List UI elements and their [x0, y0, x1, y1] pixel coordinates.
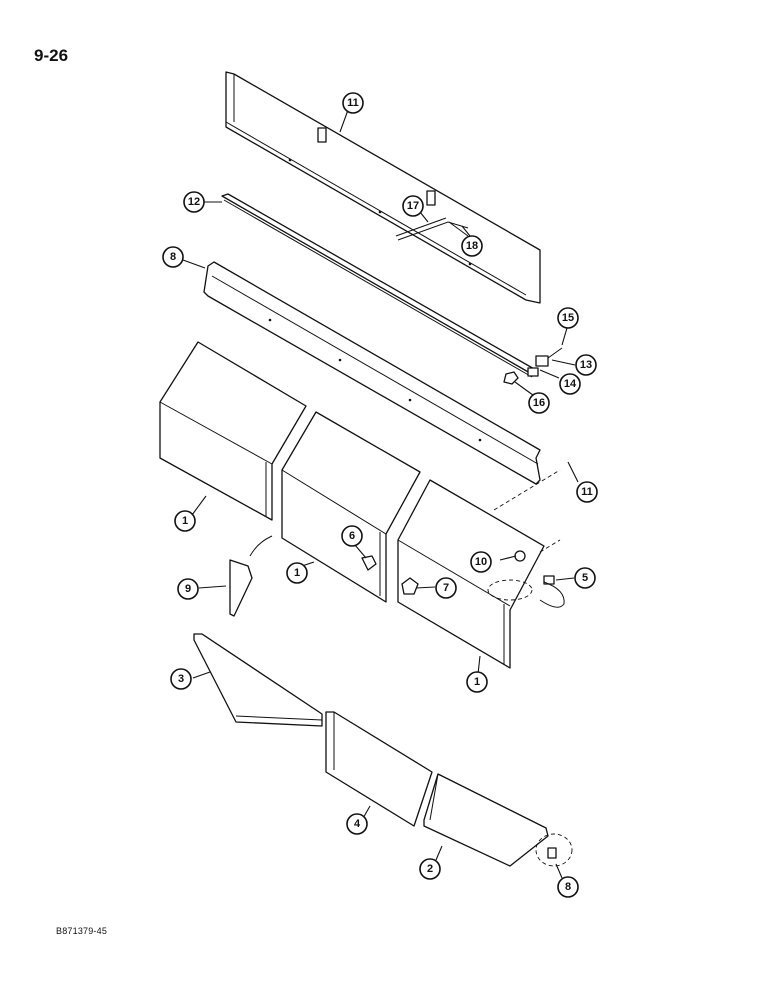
callout-5: 5 [574, 567, 596, 589]
part-10-angle [203, 261, 541, 485]
callout-14: 12 [183, 191, 205, 213]
svg-text:1: 1 [474, 676, 480, 688]
part-1-right-shield [397, 469, 561, 669]
svg-text:1: 1 [182, 515, 188, 527]
callout-20: 18 [461, 235, 483, 257]
part-13-top-panel [225, 71, 541, 304]
drawing-code: B871379-45 [56, 926, 108, 936]
hardware-15-18 [503, 347, 563, 385]
callout-12: 10 [470, 551, 492, 573]
page-number: 9-26 [34, 46, 69, 65]
part-1-middle-shield [281, 411, 421, 603]
part-3-left-flap [193, 633, 323, 727]
svg-text:1: 1 [294, 567, 300, 579]
callout-9: 9 [177, 578, 199, 600]
callout-11: 11 [576, 481, 598, 503]
svg-text:6: 6 [349, 530, 355, 542]
callout-17: 15 [557, 307, 579, 329]
callout-2: 2 [419, 858, 441, 880]
callout-13: 11 [342, 92, 364, 114]
svg-text:8: 8 [565, 881, 571, 893]
callout-1-right: 1 [466, 671, 488, 693]
part-4-middle-flap [325, 711, 433, 827]
callout-7: 7 [435, 577, 457, 599]
part-2-right-flap [423, 773, 573, 867]
svg-text:15: 15 [562, 312, 574, 324]
callout-15: 13 [575, 354, 597, 376]
svg-text:8: 8 [170, 251, 176, 263]
fasteners-5-6-7-12 [361, 550, 565, 608]
svg-text:12: 12 [188, 196, 200, 208]
svg-text:9: 9 [185, 583, 191, 595]
svg-text:13: 13 [580, 359, 592, 371]
svg-text:17: 17 [407, 200, 419, 212]
callout-10: 8 [162, 246, 184, 268]
svg-text:7: 7 [443, 582, 449, 594]
svg-text:18: 18 [466, 240, 478, 252]
callout-3: 3 [170, 668, 192, 690]
svg-text:2: 2 [427, 863, 433, 875]
callout-1-left: 1 [174, 510, 196, 532]
callout-1-middle: 1 [286, 562, 308, 584]
callout-4: 4 [346, 813, 368, 835]
part-1-left-shield [159, 341, 307, 521]
callout-8: 8 [557, 876, 579, 898]
svg-text:11: 11 [581, 486, 593, 498]
svg-text:4: 4 [354, 818, 361, 830]
svg-text:16: 16 [533, 397, 545, 409]
svg-text:3: 3 [178, 673, 184, 685]
svg-text:11: 11 [347, 97, 359, 109]
svg-text:14: 14 [564, 378, 577, 390]
callout-19: 17 [402, 195, 424, 217]
part-9-plate [229, 535, 273, 617]
callout-6: 6 [341, 525, 363, 547]
callout-18: 16 [528, 392, 550, 414]
part-19-rod [395, 217, 469, 241]
svg-text:10: 10 [475, 556, 487, 568]
svg-text:5: 5 [582, 572, 588, 584]
callout-16: 14 [559, 373, 581, 395]
